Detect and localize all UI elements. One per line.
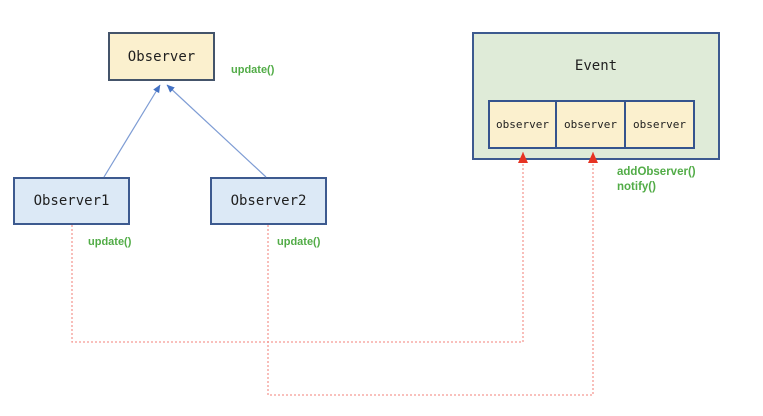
- observer-slot-row: observer observer observer: [488, 100, 695, 149]
- class-label-event: Event: [574, 58, 618, 74]
- observer-slot-2-label: observer: [564, 118, 617, 131]
- class-box-observer1: Observer1: [13, 177, 130, 225]
- observer-slot-3: observer: [626, 100, 695, 149]
- annotation-observer2-update: update(): [277, 236, 321, 248]
- class-box-observer2: Observer2: [210, 177, 327, 225]
- class-label-observer: Observer: [127, 48, 196, 65]
- class-label-observer2: Observer2: [230, 193, 307, 209]
- class-label-observer1: Observer1: [33, 193, 110, 209]
- annotation-observer1-update: update(): [88, 236, 132, 248]
- class-box-event: Event observer observer observer: [472, 32, 720, 160]
- annotation-notify: notify(): [617, 181, 656, 193]
- annotation-event-methods: addObserver() notify(): [617, 165, 696, 195]
- annotation-observer-update: update(): [231, 64, 275, 76]
- observer-slot-3-label: observer: [633, 118, 686, 131]
- observer-slot-1: observer: [488, 100, 557, 149]
- class-box-observer: Observer: [108, 32, 215, 81]
- observer-slot-2: observer: [557, 100, 626, 149]
- observer-slot-1-label: observer: [496, 118, 549, 131]
- annotation-add-observer: addObserver(): [617, 166, 696, 178]
- inheritance-arrow-observer1-to-observer: [103, 84, 161, 178]
- inheritance-arrow-observer2-to-observer: [166, 84, 267, 178]
